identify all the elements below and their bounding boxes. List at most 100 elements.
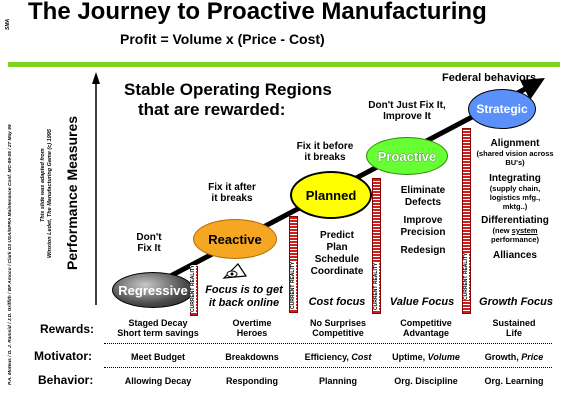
- motivator-cell-strategic-b: Price: [521, 352, 544, 362]
- focus-reactive: Focus is to get it back online: [198, 284, 290, 310]
- strategic-item-integrating-sub: (supply chain, logistics mfg., mktg..): [489, 184, 541, 211]
- headline: Stable Operating Regions that are reward…: [124, 80, 332, 120]
- planned-item-plan: Plan: [326, 242, 348, 253]
- motivator-cell-strategic-a: Growth,: [484, 352, 522, 362]
- motivator-label: Motivator:: [34, 349, 92, 363]
- node-planned: Planned: [290, 171, 372, 219]
- rewards-divider: [104, 343, 552, 344]
- eye-lens-icon: [222, 263, 248, 279]
- motivator-cell-regressive: Meet Budget: [104, 352, 212, 362]
- caption-dont-just-line-1: Don't Just Fix It,: [368, 100, 446, 111]
- caption-dont-just-line-2: Improve It: [383, 111, 431, 122]
- proactive-list: Eliminate Defects Improve Precision Rede…: [384, 185, 462, 257]
- motivator-cell-planned: Efficiency, Cost: [292, 352, 384, 362]
- brick-wall-3: [372, 178, 381, 314]
- subtitle: Profit = Volume x (Price - Cost): [120, 31, 325, 47]
- diff-sub-c: performance): [491, 235, 539, 244]
- motivator-cell-regressive-a: Meet Budget: [131, 352, 185, 362]
- headline-line-2: that are rewarded:: [138, 100, 286, 119]
- motivator-cell-strategic: Growth, Price: [468, 352, 560, 362]
- rewards-cell-planned-line-2: Competitive: [312, 328, 364, 338]
- planned-item-predict: Predict: [320, 230, 354, 241]
- caption-dont-fix-line-2: Fix It: [137, 243, 161, 254]
- rewards-cell-strategic-line-2: Life: [505, 328, 522, 338]
- rewards-cell-reactive-line-1: Overtime: [232, 318, 272, 328]
- behavior-cell-proactive: Org. Discipline: [394, 376, 458, 386]
- motivator-row: Meet Budget Breakdowns Efficiency, Cost …: [104, 352, 560, 362]
- current-reality-label-4: CURRENT REALITY: [463, 252, 469, 300]
- strategic-item-differentiating-sub: (new system performance): [470, 226, 560, 244]
- caption-fix-before-line-2: it breaks: [304, 152, 346, 163]
- green-divider: [8, 62, 560, 67]
- caption-fix-after-line-1: Fix it after: [208, 182, 256, 193]
- diff-sub-a: (new: [492, 226, 512, 235]
- focus-strategic: Growth Focus: [479, 296, 553, 308]
- headline-line-1: Stable Operating Regions: [124, 80, 332, 99]
- motivator-cell-proactive-b: Volume: [427, 352, 460, 362]
- strategic-list: Alignment (shared vision across BU's) In…: [470, 138, 560, 261]
- motivator-cell-proactive-a: Uptime,: [392, 352, 428, 362]
- diff-sub-b: system: [511, 226, 538, 235]
- journey-arrowhead: [520, 78, 545, 100]
- caption-dont-fix-line-1: Don't: [136, 232, 162, 243]
- current-reality-label-1: CURRENT REALITY: [190, 264, 196, 312]
- caption-dont-fix: Don't Fix It: [124, 232, 174, 254]
- node-proactive: Proactive: [366, 137, 448, 175]
- motivator-cell-reactive-a: Breakdowns: [225, 352, 279, 362]
- motivator-cell-reactive: Breakdowns: [212, 352, 292, 362]
- strategic-item-alignment-sub: (shared vision across BU's): [476, 149, 554, 167]
- rewards-cell-proactive-line-1: Competitive: [400, 318, 452, 328]
- brick-wall-4: [462, 128, 471, 314]
- federal-behaviors: Federal behaviors: [442, 72, 537, 84]
- page-title: The Journey to Proactive Manufacturing: [28, 0, 487, 25]
- rewards-cell-strategic-line-1: Sustained: [492, 318, 536, 328]
- caption-fix-after-line-2: it breaks: [211, 193, 253, 204]
- strategic-item-alliances: Alliances: [493, 250, 537, 261]
- strategic-item-alignment: Alignment: [490, 138, 540, 149]
- motivator-cell-proactive: Uptime, Volume: [384, 352, 468, 362]
- behavior-cell-regressive: Allowing Decay: [124, 376, 192, 386]
- rewards-cell-proactive-line-2: Advantage: [402, 328, 449, 338]
- y-axis-arrowhead: [92, 72, 100, 84]
- planned-list: Predict Plan Schedule Coordinate: [302, 230, 372, 278]
- caption-dont-just: Don't Just Fix It, Improve It: [352, 100, 462, 122]
- motivator-cell-planned-a: Efficiency,: [304, 352, 352, 362]
- rewards-label: Rewards:: [40, 322, 95, 336]
- proactive-item-redesign: Redesign: [400, 245, 446, 256]
- rewards-cell-planned-line-1: No Surprises: [309, 318, 367, 328]
- rewards-cell-regressive-line-1: Staged Decay: [128, 318, 188, 328]
- planned-item-coordinate: Coordinate: [310, 266, 364, 277]
- node-strategic: Strategic: [468, 89, 536, 129]
- caption-fix-before: Fix it before it breaks: [282, 141, 368, 163]
- current-reality-label-2: CURRENT REALITY: [290, 261, 296, 309]
- focus-reactive-line-2: it back online: [208, 297, 280, 309]
- proactive-item-improve: Improve: [403, 215, 443, 226]
- behavior-cell-reactive: Responding: [226, 376, 278, 386]
- proactive-item-defects: Defects: [404, 197, 442, 208]
- focus-reactive-line-1: Focus is to get: [205, 284, 283, 296]
- node-regressive: Regressive: [112, 272, 194, 308]
- behavior-cell-strategic: Org. Learning: [484, 376, 544, 386]
- focus-proactive: Value Focus: [389, 296, 455, 308]
- behavior-cell-planned: Planning: [319, 376, 357, 386]
- behavior-row: Allowing Decay Responding Planning Org. …: [104, 376, 560, 386]
- node-reactive: Reactive: [193, 219, 277, 259]
- motivator-divider: [104, 367, 552, 368]
- proactive-item-eliminate: Eliminate: [400, 185, 446, 196]
- focus-planned: Cost focus: [308, 296, 366, 308]
- rewards-cell-reactive-line-2: Heroes: [236, 328, 268, 338]
- strategic-item-differentiating: Differentiating: [481, 215, 549, 226]
- motivator-cell-planned-b: Cost: [351, 352, 372, 362]
- rewards-cell-regressive-line-2: Short term savings: [117, 328, 199, 338]
- proactive-item-precision: Precision: [400, 227, 446, 238]
- behavior-label: Behavior:: [38, 373, 94, 387]
- planned-item-schedule: Schedule: [314, 254, 360, 265]
- strategic-item-integrating: Integrating: [489, 173, 541, 184]
- caption-fix-after: Fix it after it breaks: [192, 182, 272, 204]
